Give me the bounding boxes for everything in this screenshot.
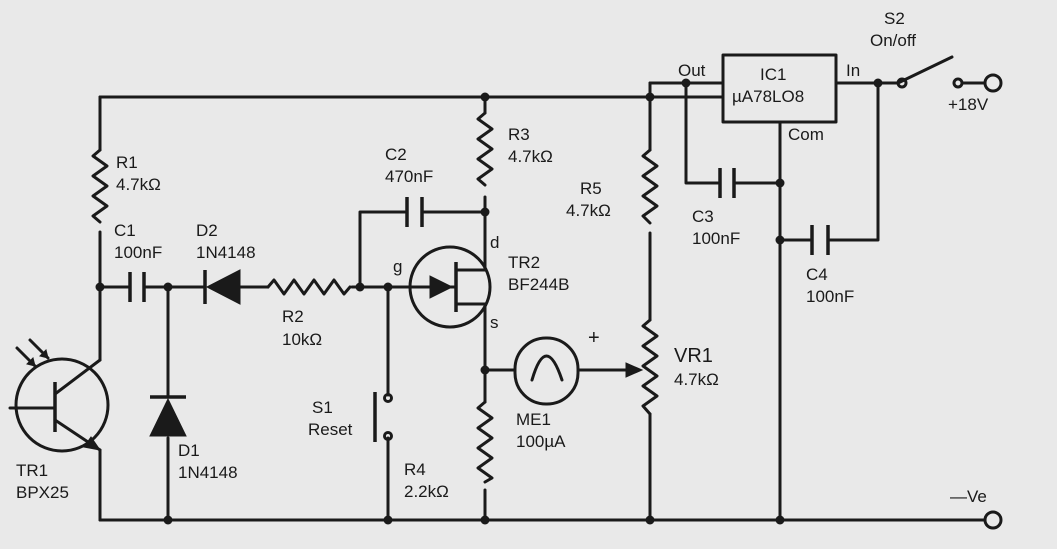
supply-positive-label: +18V: [948, 95, 989, 114]
r3-value-label: 4.7kΩ: [508, 147, 553, 166]
jfet-tr2: [408, 245, 492, 329]
tr2-pin-s: s: [490, 313, 499, 332]
r4-value-label: 2.2kΩ: [404, 482, 449, 501]
vr1-wiper-arrow: [625, 362, 644, 378]
r5-value-label: 4.7kΩ: [566, 201, 611, 220]
r2-ref-label: R2: [282, 307, 304, 326]
d2-ref-label: D2: [196, 221, 218, 240]
resistor-r1: [91, 148, 109, 224]
s1-ref-label: S1: [312, 398, 333, 417]
r2-value-label: 10kΩ: [282, 330, 322, 349]
terminal-negative: [983, 510, 1003, 530]
tr2-value-label: BF244B: [508, 275, 569, 294]
r5-ref-label: R5: [580, 179, 602, 198]
d1-ref-label: D1: [178, 441, 200, 460]
terminal-positive: [983, 73, 1003, 93]
r1-ref-label: R1: [116, 153, 138, 172]
capacitor-c2: [405, 197, 424, 227]
switch-s1: [373, 392, 393, 442]
s2-value-label: On/off: [870, 31, 916, 50]
tr2-pin-g: g: [393, 257, 402, 276]
capacitor-c4: [810, 225, 830, 255]
meter-me1: [513, 336, 580, 406]
potentiometer-vr1: [641, 318, 659, 416]
junction-dots: [95, 78, 883, 525]
capacitor-c3: [718, 168, 736, 198]
c1-value-label: 100nF: [114, 243, 162, 262]
resistor-r3: [476, 111, 494, 187]
capacitor-c1: [128, 272, 146, 302]
resistor-r5: [641, 148, 659, 225]
c3-ref-label: C3: [692, 207, 714, 226]
regulator-ic1: [721, 53, 838, 124]
tr1-value-label: BPX25: [16, 483, 69, 502]
ic1-value-label: µA78LO8: [732, 87, 804, 106]
c1-ref-label: C1: [114, 221, 136, 240]
wires: [98, 55, 987, 522]
s1-value-label: Reset: [308, 420, 353, 439]
c4-value-label: 100nF: [806, 287, 854, 306]
ic1-out-label: Out: [678, 61, 706, 80]
c2-value-label: 470nF: [385, 167, 433, 186]
tr1-ref-label: TR1: [16, 461, 48, 480]
ic1-com-label: Com: [788, 125, 824, 144]
vr1-ref-label: VR1: [674, 345, 713, 367]
tr2-pin-d: d: [490, 233, 499, 252]
labels: TR1 BPX25 R1 4.7kΩ C1 100nF D2 1N4148 D1…: [16, 9, 989, 506]
diode-d2: [203, 269, 241, 305]
ic1-ref-label: IC1: [760, 65, 786, 84]
d1-value-label: 1N4148: [178, 463, 238, 482]
switch-s2: [896, 77, 964, 89]
s2-ref-label: S2: [884, 9, 905, 28]
phototransistor-tr1: [8, 338, 110, 453]
ic1-in-label: In: [846, 61, 860, 80]
r3-ref-label: R3: [508, 125, 530, 144]
r1-value-label: 4.7kΩ: [116, 175, 161, 194]
resistor-r2: [266, 278, 352, 296]
supply-negative-label: —Ve: [950, 487, 987, 506]
d2-value-label: 1N4148: [196, 243, 256, 262]
me1-value-label: 100µA: [516, 432, 566, 451]
vr1-value-label: 4.7kΩ: [674, 370, 719, 389]
diode-d1: [149, 395, 187, 437]
me1-plus-label: +: [588, 327, 600, 349]
resistor-r4: [476, 400, 494, 484]
tr2-ref-label: TR2: [508, 253, 540, 272]
c4-ref-label: C4: [806, 265, 828, 284]
c2-ref-label: C2: [385, 145, 407, 164]
c3-value-label: 100nF: [692, 229, 740, 248]
r4-ref-label: R4: [404, 460, 426, 479]
me1-ref-label: ME1: [516, 410, 551, 429]
